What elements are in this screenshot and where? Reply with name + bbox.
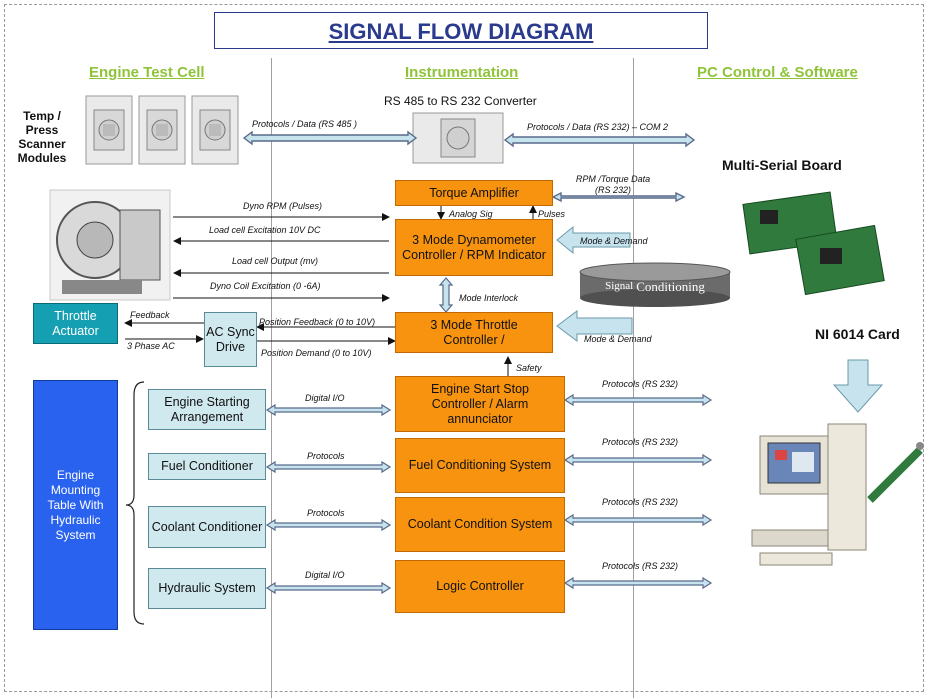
column-divider-right: [633, 58, 634, 698]
rs485-converter-image: [412, 112, 504, 164]
fuel-conditioner-box: Fuel Conditioner: [148, 453, 266, 480]
ac-sync-drive-box: AC Sync Drive: [204, 312, 257, 367]
column-heading-pc-control: PC Control & Software: [697, 64, 858, 81]
edge-label-mode-interlock: Mode Interlock: [459, 293, 519, 303]
dynamometer-controller-label: 3 Mode Dynamometer Controller / RPM Indi…: [402, 232, 546, 262]
coolant-conditioner-box: Coolant Conditioner: [148, 506, 266, 548]
signal-conditioning-prefix: Signal: [605, 279, 634, 292]
column-heading-engine-test-cell: Engine Test Cell: [89, 64, 205, 81]
edge-label-position-demand: Position Demand (0 to 10V): [261, 348, 372, 358]
edge-label-load-cell-excitation: Load cell Excitation 10V DC: [209, 225, 321, 235]
engine-mounting-table-box: Engine Mounting Table With Hydraulic Sys…: [33, 380, 118, 630]
engine-starting-box: Engine Starting Arrangement: [148, 389, 266, 430]
edge-label-pulses: Pulses: [538, 209, 566, 219]
edge-label-mode-demand-upper: Mode & Demand: [580, 236, 648, 246]
throttle-actuator-box: Throttle Actuator: [33, 303, 118, 344]
edge-label-protocols-rs232-4: Protocols (RS 232): [602, 561, 679, 571]
pc-workstation-image: [751, 423, 924, 566]
temp-press-scanner-label: Temp / Press Scanner Modules: [17, 109, 67, 165]
edge-label-safety: Safety: [516, 363, 542, 373]
coolant-condition-system-box: Coolant Condition System: [395, 497, 565, 552]
edge-label-load-cell-output: Load cell Output (mv): [232, 256, 319, 266]
edge-label-protocols-rs232-1: Protocols (RS 232): [602, 379, 679, 389]
mode-demand-arrow-upper: [556, 225, 631, 255]
edge-label-protocols-rs232-2: Protocols (RS 232): [602, 437, 679, 447]
mode-demand-arrow-lower: [556, 310, 633, 342]
fuel-conditioning-system-label: Fuel Conditioning System: [408, 458, 552, 472]
coolant-conditioner-label: Coolant Conditioner: [151, 519, 263, 534]
logic-controller-label: Logic Controller: [436, 579, 524, 593]
multi-serial-board-label: Multi-Serial Board: [722, 157, 842, 173]
logic-controller-box: Logic Controller: [395, 560, 565, 613]
edge-label-protocols-rs232-com2: Protocols / Data (RS 232) – COM 2: [527, 122, 669, 132]
torque-amplifier-label: Torque Amplifier: [429, 185, 519, 200]
edge-label-mode-demand-lower: Mode & Demand: [584, 334, 652, 344]
edge-label-dyno-rpm: Dyno RPM (Pulses): [243, 201, 323, 211]
throttle-controller-box: 3 Mode Throttle Controller /: [395, 312, 553, 353]
edge-label-3-phase-ac: 3 Phase AC: [127, 341, 175, 351]
edge-label-rpm-torque: RPM /Torque Data (RS 232): [575, 174, 651, 195]
dynamometer-image: [49, 189, 171, 301]
fuel-conditioner-label: Fuel Conditioner: [161, 459, 253, 473]
throttle-actuator-label: Throttle Actuator: [52, 308, 99, 338]
diagram-title: SIGNAL FLOW DIAGRAM: [328, 19, 594, 44]
edge-label-protocols-2: Protocols: [307, 508, 345, 518]
fuel-conditioning-system-box: Fuel Conditioning System: [395, 438, 565, 493]
signal-conditioning-cylinder: [579, 262, 731, 307]
hydraulic-system-box: Hydraulic System: [148, 568, 266, 609]
start-stop-controller-box: Engine Start Stop Controller / Alarm ann…: [395, 376, 565, 432]
title-box: SIGNAL FLOW DIAGRAM: [214, 12, 708, 49]
throttle-controller-label: 3 Mode Throttle Controller /: [430, 317, 518, 347]
edge-label-digital-io-2: Digital I/O: [305, 570, 345, 580]
start-stop-controller-label: Engine Start Stop Controller / Alarm ann…: [431, 381, 529, 426]
torque-amplifier-box: Torque Amplifier: [395, 180, 553, 206]
hydraulic-system-label: Hydraulic System: [158, 581, 256, 595]
edge-label-position-feedback: Position Feedback (0 to 10V): [259, 317, 376, 327]
edge-label-digital-io-1: Digital I/O: [305, 393, 345, 403]
coolant-condition-system-label: Coolant Condition System: [407, 517, 553, 531]
multi-serial-board-image: [742, 191, 885, 296]
edge-label-protocols-rs485: Protocols / Data (RS 485 ): [252, 119, 358, 129]
edge-label-protocols-rs232-3: Protocols (RS 232): [602, 497, 679, 507]
edge-label-protocols-1: Protocols: [307, 451, 345, 461]
column-heading-instrumentation: Instrumentation: [405, 64, 519, 81]
edge-label-analog-sig: Analog Sig: [449, 209, 493, 219]
scanner-modules-image: [85, 95, 239, 165]
engine-starting-label: Engine Starting Arrangement: [164, 394, 250, 424]
engine-mounting-table-label: Engine Mounting Table With Hydraulic Sys…: [47, 467, 104, 542]
brace: [125, 381, 145, 625]
edge-label-dyno-coil: Dyno Coil Excitation (0 -6A): [210, 281, 321, 291]
ni6014-card-label: NI 6014 Card: [815, 326, 900, 342]
edge-label-feedback: Feedback: [130, 310, 170, 320]
ac-sync-drive-label: AC Sync Drive: [206, 324, 255, 354]
signal-conditioning-suffix: Conditioning: [636, 278, 705, 294]
ni-card-down-arrow: [832, 359, 884, 413]
column-divider-left: [271, 58, 272, 698]
dynamometer-controller-box: 3 Mode Dynamometer Controller / RPM Indi…: [395, 219, 553, 276]
diagram-frame: [4, 4, 924, 692]
rs485-converter-label: RS 485 to RS 232 Converter: [384, 94, 537, 108]
